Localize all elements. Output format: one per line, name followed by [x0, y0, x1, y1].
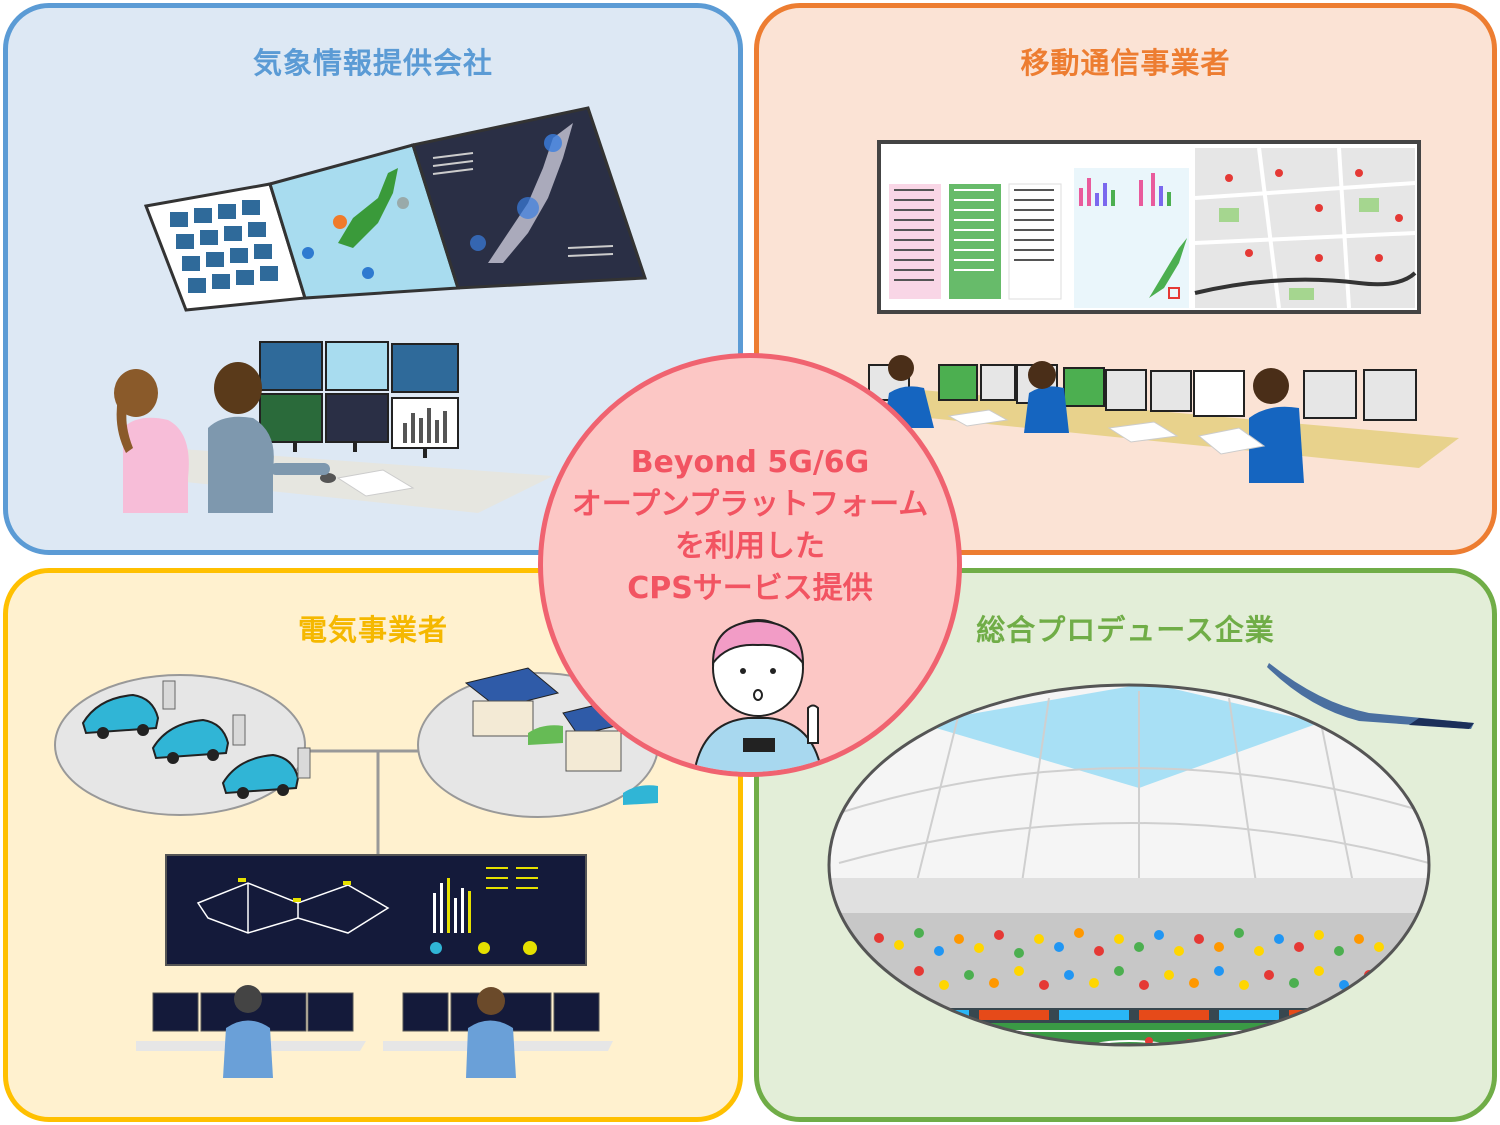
center-line-4: CPSサービス提供: [627, 571, 873, 606]
center-line-2: オープンプラットフォーム: [571, 487, 929, 522]
grid-control-display: [165, 854, 587, 966]
stadium-illustration: [827, 663, 1474, 1047]
weather-operations-illustration: [114, 106, 648, 513]
center-platform-circle: Beyond 5G/6G オープンプラットフォーム を利用した CPSサービス提…: [538, 353, 962, 777]
weather-company-panel: 気象情報提供会社: [3, 3, 743, 555]
guide-character-icon: [693, 619, 823, 772]
operator-workstation: [136, 985, 613, 1078]
electric-utility-panel: 電気事業者: [3, 568, 743, 1122]
weather-monitor-wall: [143, 106, 648, 312]
weather-company-title: 気象情報提供会社: [252, 46, 493, 80]
drone-icon: [1267, 663, 1474, 729]
mobile-operator-title: 移動通信事業者: [1020, 46, 1231, 80]
center-line-1: Beyond 5G/6G: [630, 445, 870, 480]
center-platform-text: Beyond 5G/6G オープンプラットフォーム を利用した CPSサービス提…: [543, 442, 957, 610]
mobile-operations-illustration: [868, 140, 1459, 483]
production-company-title: 総合プロデュース企業: [976, 613, 1275, 647]
person-icon: [114, 362, 330, 513]
electric-utility-title: 電気事業者: [297, 613, 448, 647]
center-line-3: を利用した: [675, 529, 825, 564]
ev-charging-icon: [54, 674, 311, 816]
map-display-wall: [877, 140, 1421, 314]
operator-desks: [868, 355, 1459, 483]
